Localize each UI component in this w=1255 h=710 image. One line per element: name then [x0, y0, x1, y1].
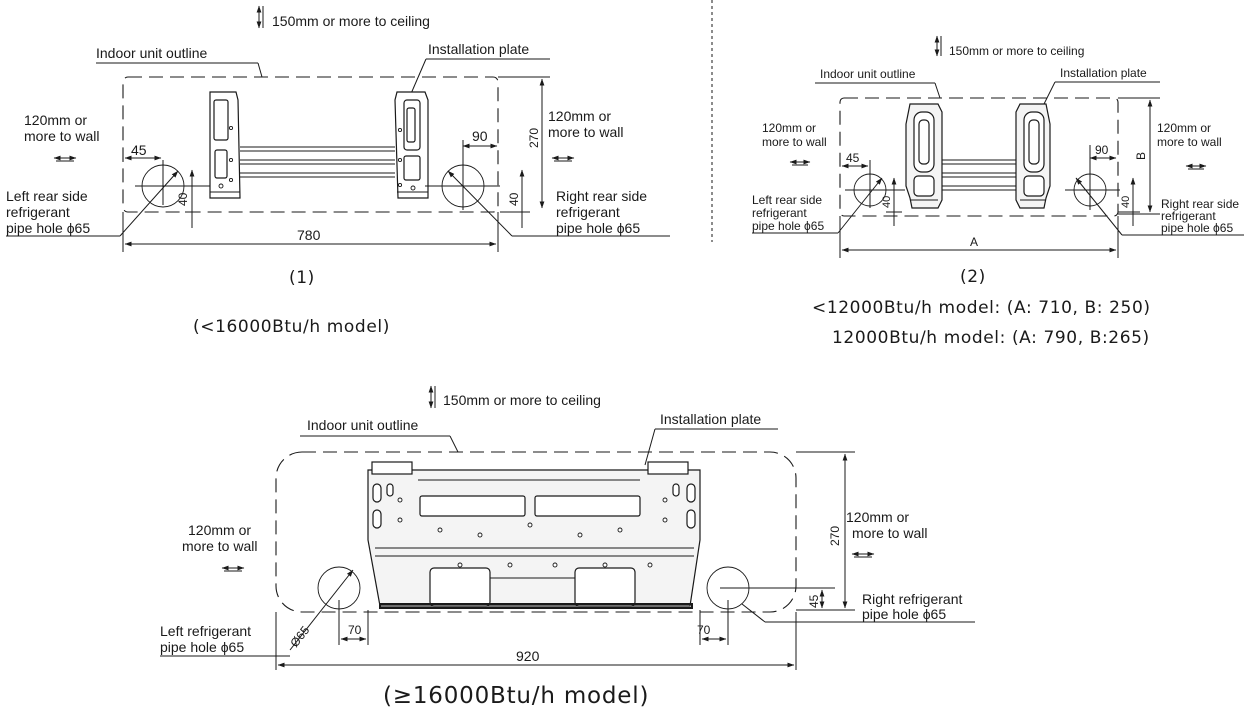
diagram-1-number: (1)	[289, 268, 315, 288]
dim-45-label: 45	[131, 142, 147, 158]
left-hole-label-line1: Left rear side	[6, 188, 88, 204]
ceiling-arrow-icon	[256, 5, 264, 29]
wall-clearance-left-line1: 120mm or	[762, 121, 816, 135]
dim-phi65-label: Ø65	[287, 623, 312, 650]
diagram-2-number: (2)	[960, 267, 986, 287]
wall-clearance-left-line2: more to wall	[24, 128, 99, 144]
wall-clearance-left-line2: more to wall	[762, 135, 827, 149]
indoor-unit-outline	[275, 451, 797, 613]
installation-plate-left	[905, 103, 943, 209]
indoor-unit-outline-label: Indoor unit outline	[820, 67, 916, 81]
right-hole-label-line3: pipe hole ϕ65	[1161, 221, 1233, 235]
dim-90-label: 90	[472, 128, 488, 144]
dim-70-left-label: 70	[348, 623, 362, 637]
dim-70-right-label: 70	[697, 623, 711, 637]
right-pipe-hole	[425, 140, 500, 210]
plate-rails	[942, 159, 1016, 191]
dim-45-label: 45	[846, 151, 860, 165]
diagram-3: 150mm or more to ceiling Indoor unit out…	[160, 385, 975, 709]
left-hole-label-line2: refrigerant	[6, 204, 70, 220]
diagram-2: 150mm or more to ceiling Indoor unit out…	[752, 35, 1244, 348]
dim-920-label: 920	[516, 648, 540, 664]
indoor-unit-outline	[839, 97, 1119, 217]
ceiling-arrow-icon	[428, 385, 436, 409]
installation-plate-label: Installation plate	[1060, 66, 1147, 80]
indoor-unit-outline-label: Indoor unit outline	[307, 417, 419, 433]
dim-780-label: 780	[297, 227, 321, 243]
installation-plate-left	[209, 91, 241, 199]
right-pipe-hole	[1065, 145, 1120, 210]
installation-plate-right	[394, 91, 429, 199]
left-hole-label-line2: refrigerant	[752, 206, 807, 220]
dim-45-label: 45	[807, 594, 821, 608]
dim-A-label: A	[970, 235, 978, 249]
ceiling-clearance-label: 150mm or more to ceiling	[949, 44, 1084, 58]
right-hole-label-line1: Right rear side	[556, 188, 647, 204]
right-hole-label-line1: Right rear side	[1161, 197, 1239, 211]
installation-plate-label: Installation plate	[660, 411, 761, 427]
left-hole-label-line1: Left rear side	[752, 193, 822, 207]
right-hole-label-line2: refrigerant	[1161, 209, 1216, 223]
installation-plate	[367, 461, 701, 609]
ceiling-clearance-label: 150mm or more to ceiling	[443, 392, 601, 408]
diagram-3-caption: (≥16000Btu/h model)	[383, 683, 649, 709]
diagram-1-caption: (<16000Btu/h model)	[193, 317, 390, 337]
right-hole-label-line1: Right refrigerant	[862, 591, 962, 607]
dim-40-right-label: 40	[507, 192, 521, 206]
dim-90-label: 90	[1095, 143, 1109, 157]
dim-270-label: 270	[828, 526, 842, 546]
wall-clearance-left-line1: 120mm or	[188, 522, 251, 538]
left-pipe-hole	[135, 160, 210, 208]
right-hole-label-line2: pipe hole ϕ65	[862, 606, 946, 622]
ceiling-clearance-label: 150mm or more to ceiling	[272, 13, 430, 29]
ceiling-arrow-icon	[934, 35, 942, 57]
diagram-2-note-1: <12000Btu/h model: (A: 710, B: 250)	[812, 298, 1151, 318]
indoor-unit-outline-label: Indoor unit outline	[96, 45, 208, 61]
installation-plate-right	[1015, 103, 1051, 209]
left-hole-label-line3: pipe hole ϕ65	[6, 220, 90, 236]
wall-clearance-right-line1: 120mm or	[1157, 121, 1211, 135]
wall-clearance-left-line1: 120mm or	[24, 112, 87, 128]
wall-clearance-right-line1: 120mm or	[548, 108, 611, 124]
dim-40-right-label: 40	[1120, 196, 1132, 208]
left-pipe-hole	[845, 160, 905, 208]
left-hole-label-line2: pipe hole ϕ65	[160, 639, 244, 655]
dim-40-left-label: 40	[881, 196, 893, 208]
dim-270-label: 270	[527, 128, 541, 148]
wall-clearance-right-line2: more to wall	[852, 525, 927, 541]
wall-clearance-right-line2: more to wall	[1157, 135, 1222, 149]
wall-clearance-right-line1: 120mm or	[846, 509, 909, 525]
dim-40-left-label: 40	[176, 192, 190, 206]
wall-clearance-right-line2: more to wall	[548, 124, 623, 140]
plate-rails	[240, 146, 395, 178]
installation-plate-label: Installation plate	[428, 41, 529, 57]
diagram-1: 150mm or more to ceiling Indoor unit out…	[6, 5, 670, 337]
right-hole-label-line3: pipe hole ϕ65	[556, 220, 640, 236]
diagram-2-note-2: 12000Btu/h model: (A: 790, B:265)	[832, 328, 1150, 348]
right-hole-label-line2: refrigerant	[556, 204, 620, 220]
dim-B-label: B	[1134, 152, 1148, 160]
wall-clearance-left-line2: more to wall	[182, 538, 257, 554]
left-hole-label-line3: pipe hole ϕ65	[752, 219, 824, 233]
left-hole-label-line1: Left refrigerant	[160, 623, 251, 639]
